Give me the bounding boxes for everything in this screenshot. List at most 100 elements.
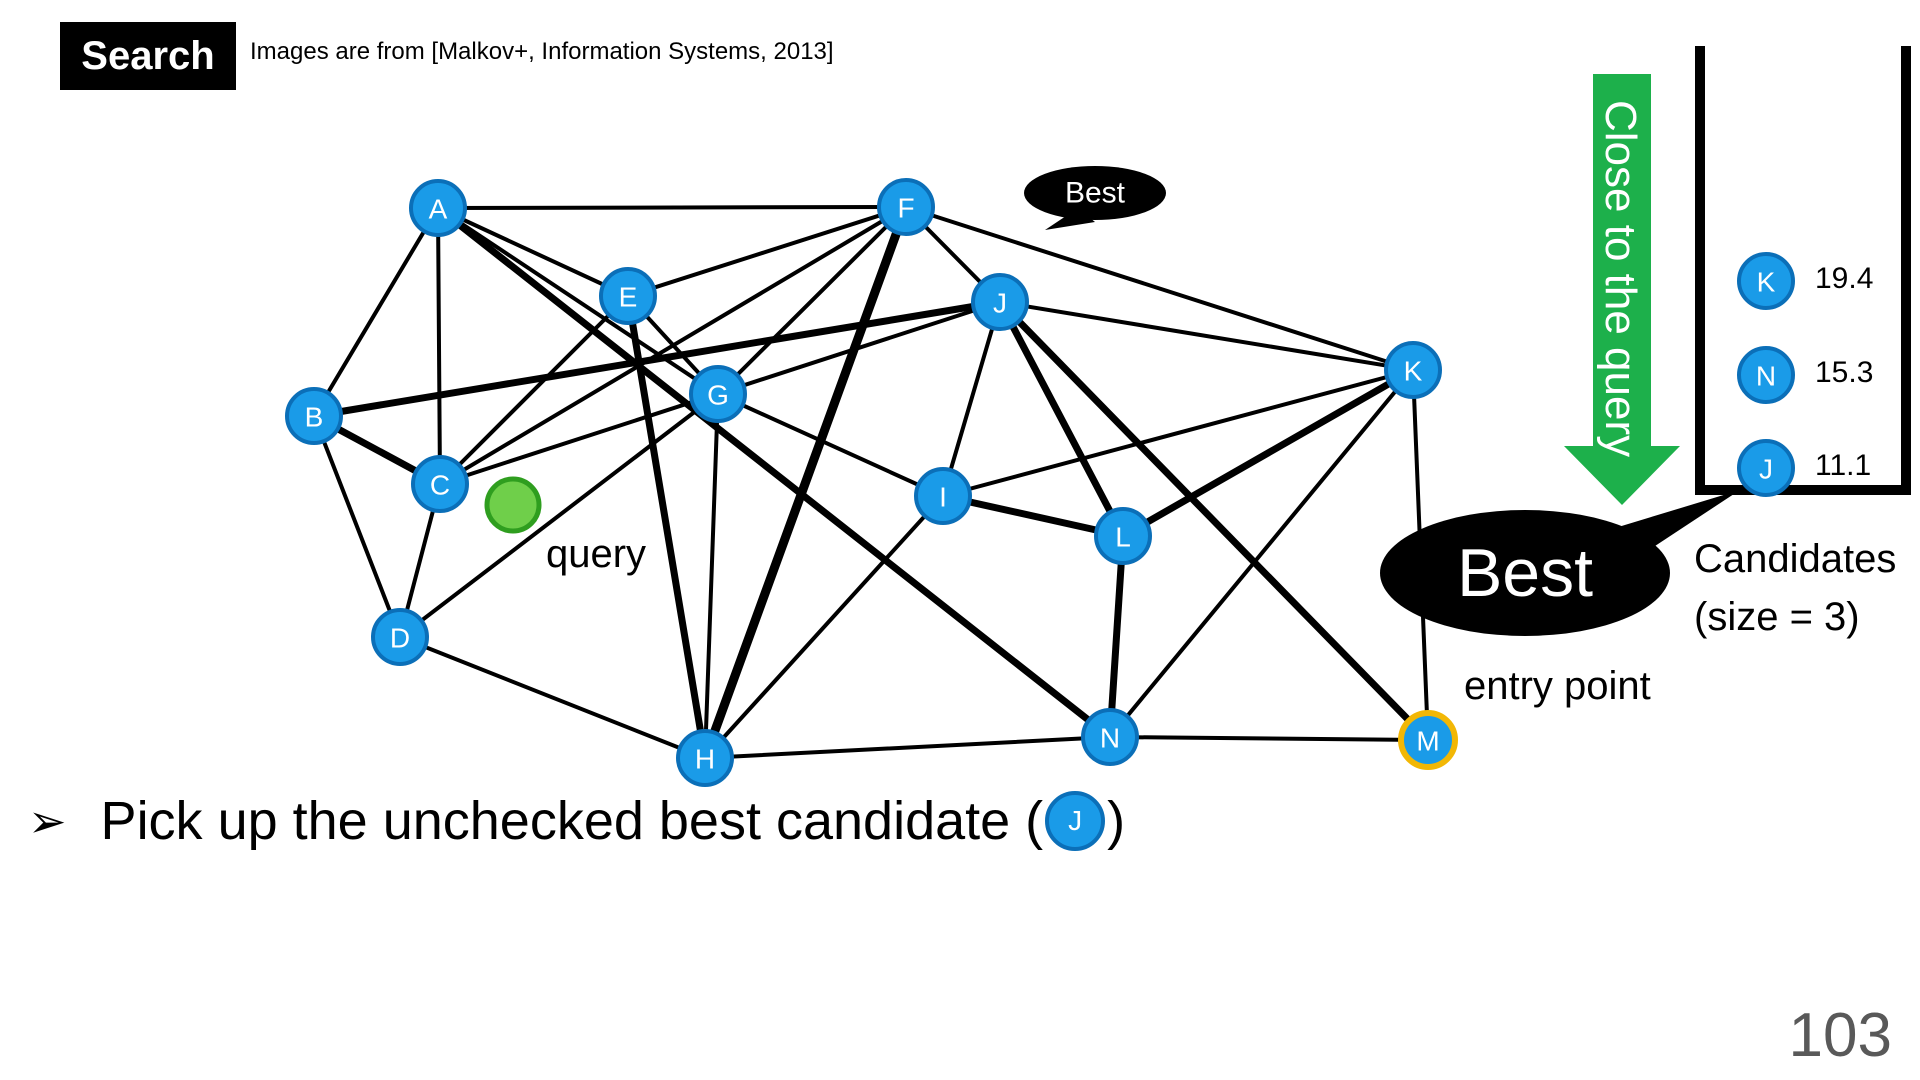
query-label: query [546, 532, 647, 576]
node-g-label: G [707, 380, 729, 411]
candidates-bracket [1695, 46, 1911, 495]
candidate-node-j: J [1737, 439, 1795, 497]
candidate-node-k-label: K [1757, 267, 1776, 298]
best-callout-large: Best [1380, 490, 1740, 636]
node-c: C [411, 455, 469, 513]
node-f: F [877, 178, 935, 236]
edge-h-i [703, 494, 945, 760]
node-b-label: B [305, 402, 324, 433]
candidate-distance-n: 15.3 [1815, 356, 1874, 389]
node-h-label: H [695, 744, 715, 775]
node-b: B [285, 387, 343, 445]
node-a-circle [409, 179, 467, 237]
edge-f-h [700, 202, 911, 763]
candidate-node-j-circle [1737, 439, 1795, 497]
callout-bubble [1380, 510, 1670, 636]
callout-bubble [1024, 166, 1166, 220]
node-n: N [1081, 708, 1139, 766]
node-l-circle [1094, 507, 1152, 565]
callout-pointer [1615, 490, 1740, 548]
node-d-circle [371, 608, 429, 666]
node-h-circle [676, 729, 734, 787]
node-k-circle [1384, 341, 1442, 399]
bullet-text: Pick up the unchecked best candidate ( [100, 791, 1044, 851]
node-n-label: N [1100, 723, 1120, 754]
best-large-label: Best [1457, 535, 1593, 611]
node-h: H [676, 729, 734, 787]
edge-g-i [716, 392, 945, 498]
bullet-text-end: ) [1107, 791, 1126, 851]
edge-a-n [434, 204, 1114, 741]
node-n-circle [1081, 708, 1139, 766]
candidate-distance-j: 11.1 [1815, 449, 1872, 482]
node-e-label: E [619, 282, 638, 313]
node-j-circle [971, 273, 1029, 331]
node-d-label: D [390, 623, 410, 654]
bullet-arrow-icon: ➢ [28, 795, 67, 847]
edge-e-h [624, 292, 709, 762]
edge-l-k [1119, 366, 1417, 540]
edge-a-g [436, 206, 720, 396]
graph-edges [310, 202, 1432, 763]
edge-f-k [904, 205, 1415, 372]
arrow-label: Close to the query [1596, 100, 1645, 457]
node-e-circle [599, 267, 657, 325]
edge-f-g [716, 205, 908, 396]
edge-e-c [438, 294, 630, 486]
candidate-nodes: K N J [1737, 252, 1795, 497]
node-j-label: J [993, 288, 1007, 319]
node-g-circle [689, 365, 747, 423]
page-number: 103 [1788, 1001, 1892, 1070]
best-callout-small: Best [1024, 166, 1166, 230]
slide-title: Search [60, 22, 236, 90]
node-i: I [914, 467, 972, 525]
node-m-label: M [1416, 726, 1439, 757]
direction-arrow: Close to the query [1564, 74, 1680, 505]
candidate-node-j-label: J [1759, 454, 1773, 485]
edge-k-n [1108, 368, 1415, 739]
edge-a-c [436, 206, 442, 486]
candidate-node-k: K [1737, 252, 1795, 310]
node-d: D [371, 608, 429, 666]
candidates-caption-line1: Candidates [1694, 537, 1897, 581]
edge-b-d [312, 414, 402, 639]
node-m: M [1398, 710, 1458, 770]
candidates-caption: Candidates (size = 3) [1694, 530, 1896, 646]
node-f-label: F [897, 193, 914, 224]
inline-node-j: J [1045, 791, 1106, 851]
arrow-shape [1564, 74, 1680, 505]
query-point [484, 476, 542, 534]
edge-d-h [398, 635, 707, 760]
candidate-node-n: N [1737, 346, 1795, 404]
edge-g-h [703, 392, 720, 760]
candidate-node-k-circle [1737, 252, 1795, 310]
node-m-circle [1398, 710, 1458, 770]
node-c-label: C [430, 470, 450, 501]
candidate-node-n-circle [1737, 346, 1795, 404]
node-b-circle [285, 387, 343, 445]
edge-j-k [998, 300, 1415, 372]
edge-j-l [996, 298, 1127, 540]
edge-h-n [703, 735, 1112, 760]
edge-l-n [1106, 532, 1127, 741]
entry-point-label: entry point [1464, 664, 1651, 708]
node-l-label: L [1115, 522, 1131, 553]
node-c-circle [411, 455, 469, 513]
edge-i-k [941, 368, 1415, 498]
node-e: E [599, 267, 657, 325]
candidate-node-n-label: N [1756, 361, 1776, 392]
edge-i-l [939, 492, 1127, 540]
edge-j-b [310, 298, 1004, 420]
source-citation: Images are from [Malkov+, Information Sy… [250, 38, 834, 65]
node-i-circle [914, 467, 972, 525]
node-f-circle [877, 178, 935, 236]
edge-n-m [1108, 735, 1430, 742]
node-k-label: K [1404, 356, 1423, 387]
edge-f-e [626, 205, 908, 298]
candidates-caption-line2: (size = 3) [1694, 595, 1860, 639]
edge-j-m [996, 298, 1432, 744]
node-g: G [689, 365, 747, 423]
edge-a-b [312, 206, 440, 418]
